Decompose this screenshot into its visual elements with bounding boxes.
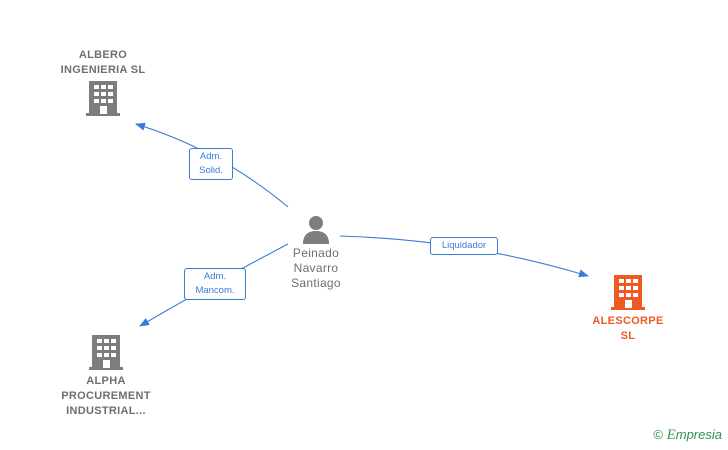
copyright-icon: © [653, 427, 663, 442]
empresia-watermark: © Empresia [653, 427, 722, 444]
building-icon [86, 81, 120, 116]
node-albero-ingenieria[interactable]: ALBERO INGENIERIA SL [48, 48, 158, 116]
node-label: ALPHA PROCUREMENT INDUSTRIAL... [61, 375, 151, 417]
edge-label-adm-solid: Adm. Solid. [189, 148, 233, 180]
node-alescorpe[interactable]: ALESCORPE SL [578, 274, 678, 344]
node-label: ALESCORPE SL [592, 315, 664, 342]
edge-label-liquidador: Liquidador [430, 237, 498, 255]
person-icon [303, 216, 329, 244]
building-icon [611, 275, 645, 310]
edge-label-adm-mancom: Adm. Mancom. [184, 268, 246, 300]
brand-initial: E [666, 427, 676, 443]
node-label: Peinado Navarro Santiago [291, 246, 341, 290]
building-icon [89, 335, 123, 370]
brand-name: mpresia [675, 427, 722, 442]
node-label: ALBERO INGENIERIA SL [60, 49, 146, 76]
node-person-peinado[interactable]: Peinado Navarro Santiago [274, 214, 358, 291]
node-alpha-procurement[interactable]: ALPHA PROCUREMENT INDUSTRIAL... [50, 334, 162, 419]
